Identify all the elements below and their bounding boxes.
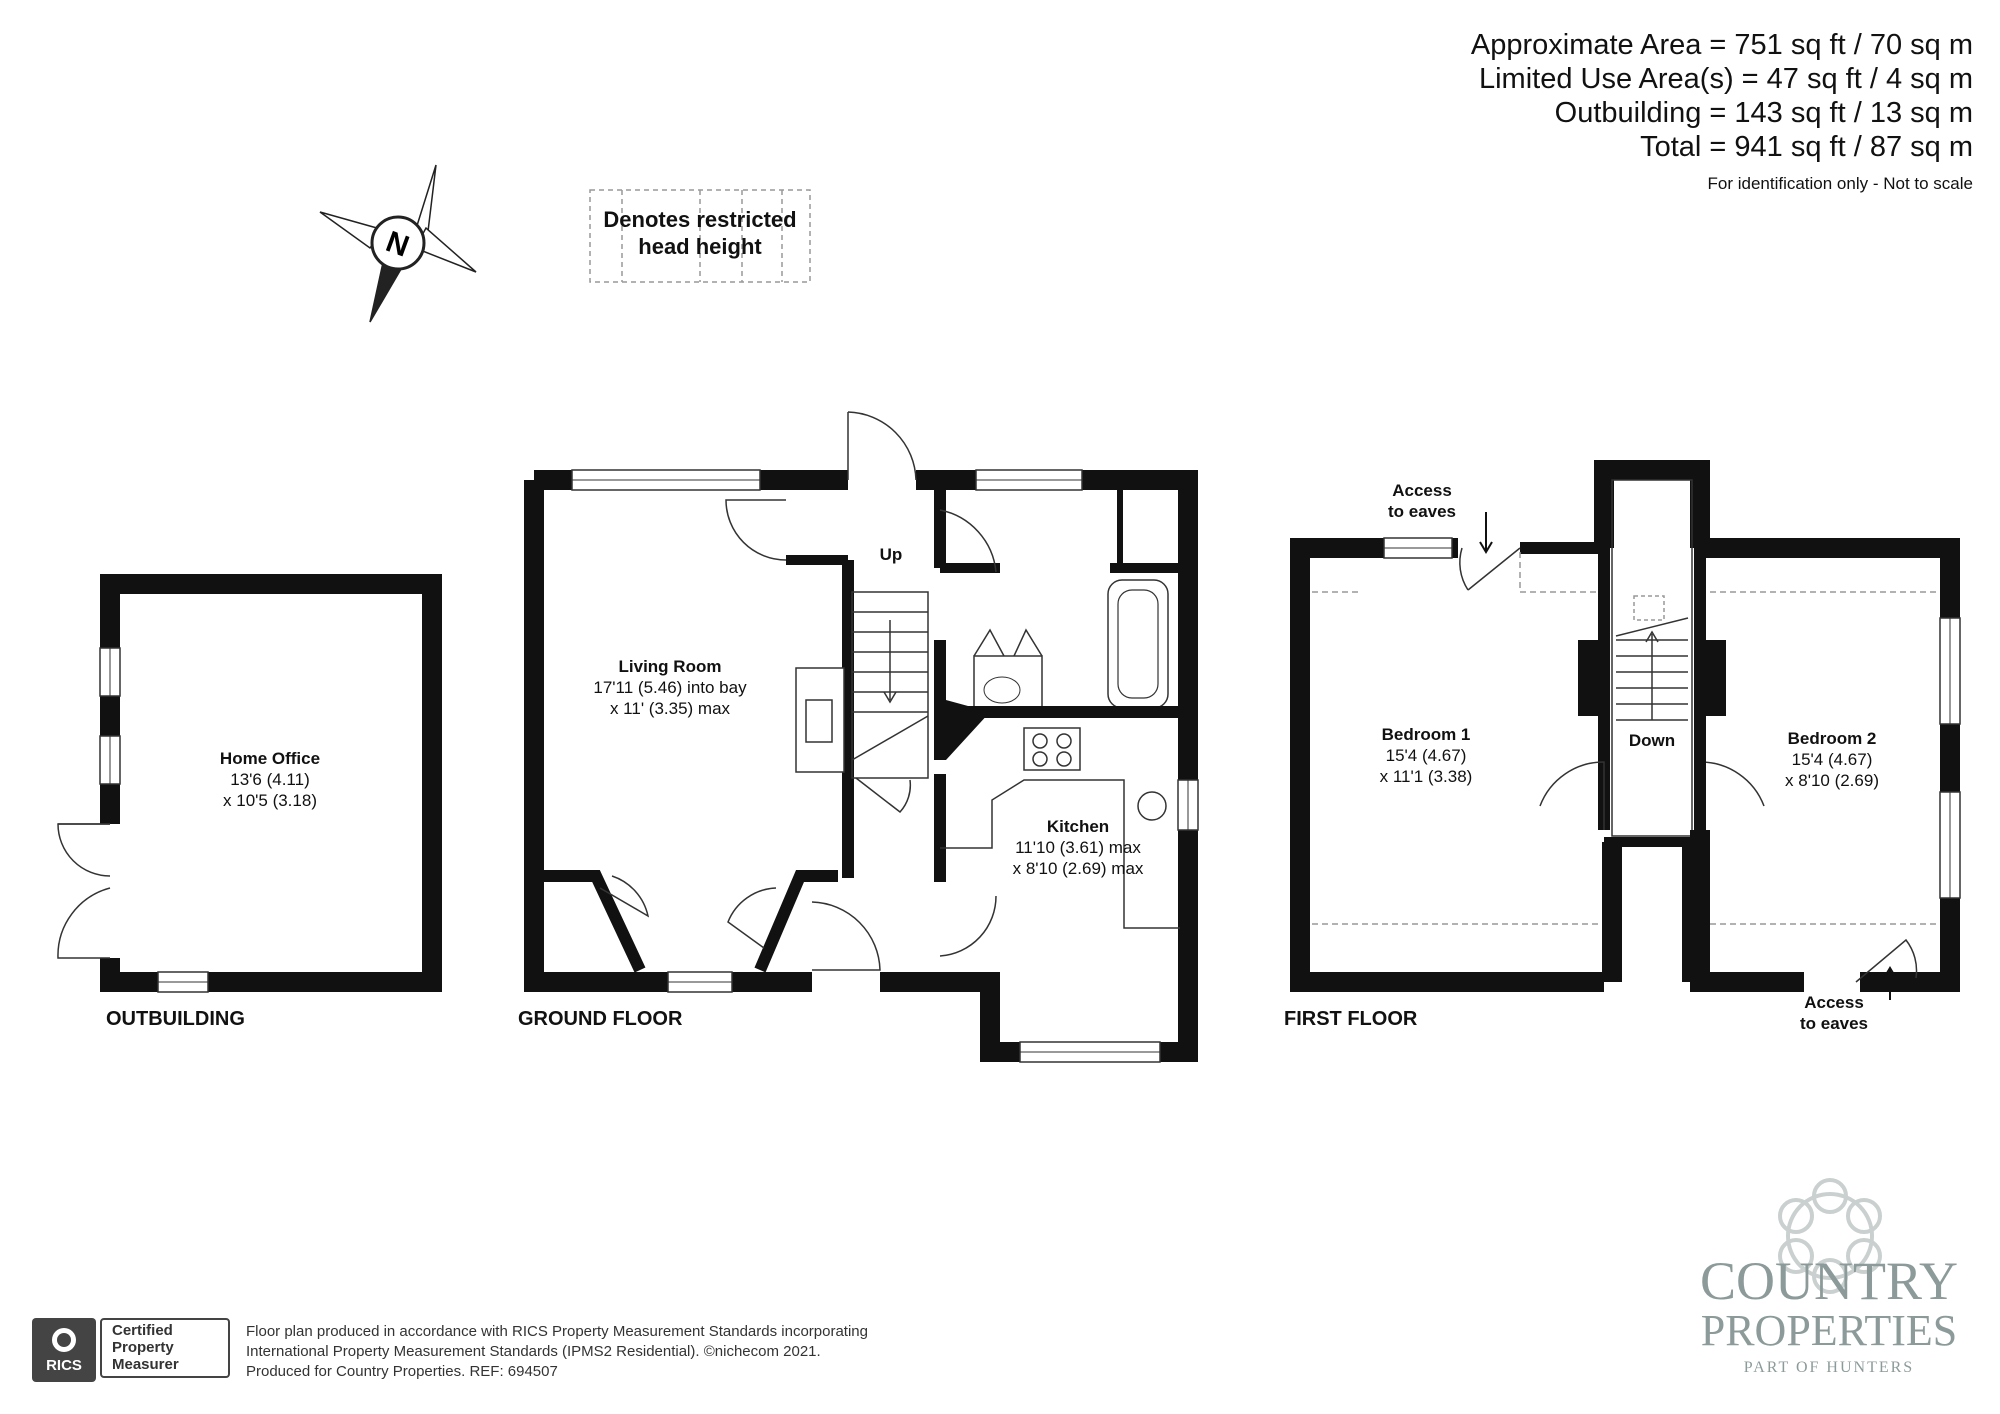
legend-line-1: Denotes restricted [603, 207, 797, 232]
legend-line-2: head height [638, 234, 762, 259]
stairs-up-label: Up [879, 545, 903, 564]
room-dimension: 15'4 (4.67) [1791, 750, 1873, 769]
room-dimension: x 8'10 (2.69) [1785, 771, 1879, 790]
badge-line-2: Property [112, 1339, 174, 1356]
rics-logo: RICS [32, 1318, 96, 1382]
approximate-area: Approximate Area = 751 sq ft / 70 sq m [1470, 29, 1973, 61]
certified-measurer-badge: Certified Property Measurer [100, 1318, 230, 1378]
footer-line-2: International Property Measurement Stand… [246, 1343, 821, 1360]
stairs-down-label: Down [1628, 731, 1676, 750]
brand-line-2: PROPERTIES [1700, 1306, 1958, 1355]
room-home-office: Home Office 13'6 (4.11) x 10'5 (3.18) [190, 748, 350, 811]
footer-disclaimer: Floor plan produced in accordance with R… [246, 1322, 868, 1382]
outbuilding-area: Outbuilding = 143 sq ft / 13 sq m [1554, 97, 1973, 129]
floor-label-first: FIRST FLOOR [1284, 1008, 1418, 1030]
badge-line-3: Measurer [112, 1356, 179, 1373]
room-dimension: 15'4 (4.67) [1385, 746, 1467, 765]
room-name: Bedroom 1 [1381, 725, 1471, 744]
floor-label-outbuilding: OUTBUILDING [106, 1008, 245, 1030]
rics-certification: RICS Certified Property Measurer [32, 1318, 232, 1382]
access-line-1: Access [1804, 993, 1864, 1012]
access-line-1: Access [1392, 481, 1452, 500]
rics-name: RICS [46, 1357, 82, 1374]
access-line-2: to eaves [1799, 1014, 1869, 1033]
room-name: Home Office [219, 749, 321, 768]
footer-line-1: Floor plan produced in accordance with R… [246, 1323, 868, 1340]
room-dimension: 11'10 (3.61) max [1015, 838, 1141, 857]
rics-lion-icon [52, 1328, 76, 1352]
room-bedroom-2: Bedroom 2 15'4 (4.67) x 8'10 (2.69) [1752, 728, 1912, 791]
restricted-height-legend-icon [589, 189, 811, 283]
compass-icon [319, 164, 477, 323]
total-area: Total = 941 sq ft / 87 sq m [1640, 131, 1973, 163]
room-living-room: Living Room 17'11 (5.46) into bay x 11' … [560, 656, 780, 719]
restricted-height-legend: Denotes restricted head height [588, 206, 812, 260]
area-summary: Approximate Area = 751 sq ft / 70 sq m L… [1471, 28, 1973, 164]
ground-floor-plan [524, 411, 1199, 1063]
footer-line-3: Produced for Country Properties. REF: 69… [246, 1363, 558, 1380]
brand-logo: COUNTRY PROPERTIES PART OF HUNTERS [1694, 1251, 1964, 1377]
room-dimension: x 10'5 (3.18) [223, 791, 317, 810]
floor-label-ground: GROUND FLOOR [518, 1008, 683, 1030]
limited-use-area: Limited Use Area(s) = 47 sq ft / 4 sq m [1478, 63, 1973, 95]
brand-line-1: COUNTRY [1699, 1251, 1959, 1311]
room-bedroom-1: Bedroom 1 15'4 (4.67) x 11'1 (3.38) [1346, 724, 1506, 787]
badge-line-1: Certified [112, 1322, 173, 1339]
room-dimension: x 8'10 (2.69) max [1012, 859, 1144, 878]
room-dimension: 13'6 (4.11) [230, 770, 310, 789]
access-to-eaves-bottom: Access to eaves [1784, 992, 1884, 1034]
room-name: Living Room [618, 657, 722, 676]
room-dimension: x 11' (3.35) max [609, 699, 731, 718]
room-dimension: x 11'1 (3.38) [1379, 767, 1473, 786]
room-name: Bedroom 2 [1787, 729, 1877, 748]
scale-note: For identification only - Not to scale [1707, 174, 1973, 193]
room-dimension: 17'11 (5.46) into bay [593, 678, 747, 697]
room-name: Kitchen [1046, 817, 1110, 836]
first-floor-plan [1290, 460, 1961, 1000]
brand-line-3: PART OF HUNTERS [1743, 1359, 1915, 1376]
access-line-2: to eaves [1387, 502, 1457, 521]
room-kitchen: Kitchen 11'10 (3.61) max x 8'10 (2.69) m… [978, 816, 1178, 879]
outbuilding-plan [57, 574, 442, 993]
access-to-eaves-top: Access to eaves [1372, 480, 1472, 522]
brand-emblem-icon [1778, 1178, 1882, 1294]
